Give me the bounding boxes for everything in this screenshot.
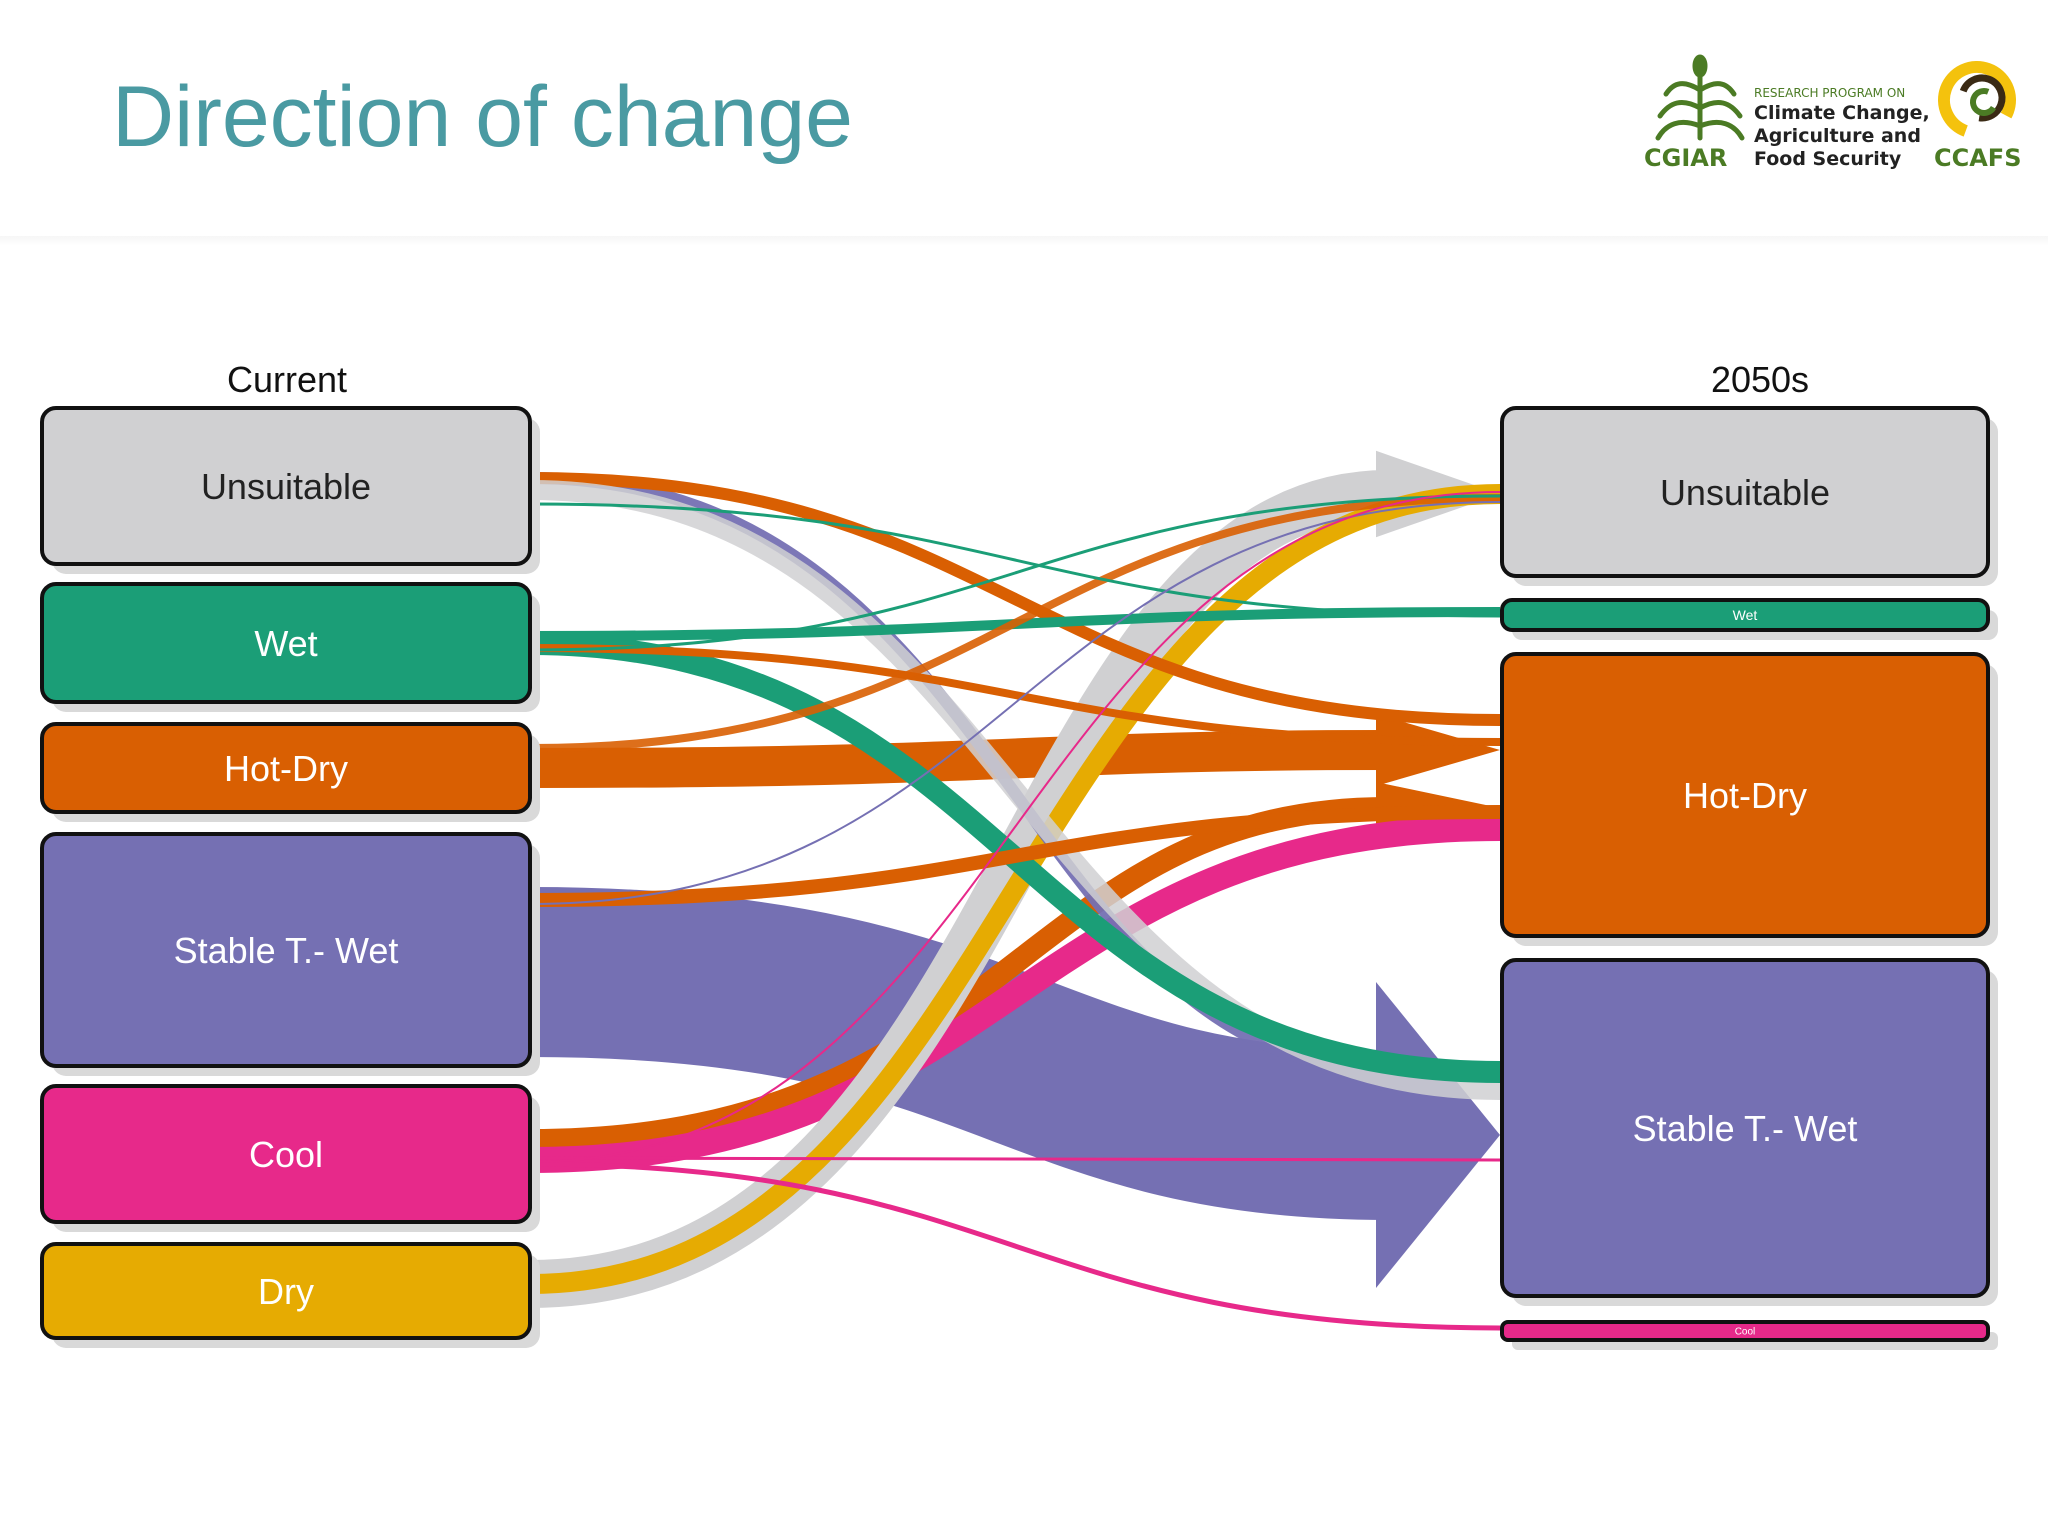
right-node-label: Cool bbox=[1735, 1327, 1756, 1338]
flow-arrowhead-stable-to-stable bbox=[1376, 982, 1500, 1288]
left-node-box bbox=[40, 582, 532, 704]
flow-wet-to-unsuitable bbox=[529, 494, 1501, 652]
right-node-unsuitable: Unsuitable bbox=[1500, 406, 1998, 586]
left-node-label: Hot-Dry bbox=[224, 748, 348, 789]
right-node-hotdry: Hot-Dry bbox=[1500, 652, 1998, 946]
right-node-label: Wet bbox=[1733, 607, 1758, 623]
right-node-box bbox=[1500, 958, 1990, 1298]
left-node-cool: Cool bbox=[40, 1084, 540, 1232]
right-node-cool: Cool bbox=[1500, 1320, 1998, 1350]
flow-wet-to-hotdry bbox=[529, 644, 1501, 746]
program-kicker: RESEARCH PROGRAM ON bbox=[1754, 86, 1906, 100]
right-node-label: Stable T.- Wet bbox=[1633, 1108, 1858, 1149]
left-node-stable: Stable T.- Wet bbox=[40, 832, 540, 1076]
flow-cool-to-stable bbox=[529, 1156, 1501, 1162]
left-node-dry: Dry bbox=[40, 1242, 540, 1348]
flow-cool-to-cool bbox=[529, 1161, 1501, 1331]
left-column-heading: Current bbox=[227, 359, 347, 400]
flow-stable-to-stable bbox=[529, 887, 1389, 1220]
logo-bar: CGIAR RESEARCH PROGRAM ON Climate Change… bbox=[1620, 52, 2030, 182]
right-node-stable: Stable T.- Wet bbox=[1500, 958, 1998, 1306]
right-node-label: Unsuitable bbox=[1660, 472, 1830, 513]
ccafs-circle-icon bbox=[1938, 61, 2016, 139]
left-node-label: Stable T.- Wet bbox=[174, 930, 399, 971]
left-node-box bbox=[40, 1084, 532, 1224]
program-line-2: Agriculture and bbox=[1754, 125, 1921, 147]
left-node-box bbox=[40, 722, 532, 814]
flow-unsuitable-to-hotdry bbox=[529, 472, 1501, 726]
right-column-heading: 2050s bbox=[1711, 359, 1809, 400]
header-divider bbox=[0, 236, 2048, 246]
left-node-wet: Wet bbox=[40, 582, 540, 712]
wheat-sheaf-icon bbox=[1655, 54, 1745, 141]
left-node-box bbox=[40, 832, 532, 1068]
flow-unsuitable-to-wet bbox=[529, 502, 1501, 618]
right-node-label: Hot-Dry bbox=[1683, 775, 1807, 816]
flow-hotdry-to-hotdry bbox=[529, 730, 1389, 788]
cgiar-wordmark: CGIAR bbox=[1644, 144, 1728, 172]
right-node-wet: Wet bbox=[1500, 598, 1998, 640]
right-node-box bbox=[1500, 598, 1990, 632]
program-line-3: Food Security bbox=[1754, 148, 1902, 170]
left-node-unsuitable: Unsuitable bbox=[40, 406, 540, 574]
flow-stable-to-hotdry bbox=[529, 805, 1501, 907]
flow-arrowhead-hotdry-to-hotdry bbox=[1376, 714, 1500, 786]
left-node-label: Dry bbox=[258, 1271, 314, 1312]
flow-cool-to-unsuitable bbox=[529, 491, 1501, 1163]
program-line-1: Climate Change, bbox=[1754, 102, 1930, 124]
page-title: Direction of change bbox=[112, 69, 853, 165]
flow-hotdry-to-unsuitable bbox=[529, 494, 1501, 752]
left-node-box bbox=[40, 1242, 532, 1340]
left-node-box bbox=[40, 406, 532, 566]
right-node-box bbox=[1500, 652, 1990, 938]
flow-stable-to-unsuitable bbox=[529, 501, 1501, 905]
left-node-label: Unsuitable bbox=[201, 466, 371, 507]
left-node-label: Wet bbox=[254, 623, 317, 664]
right-node-box bbox=[1500, 406, 1990, 578]
right-node-box bbox=[1500, 1320, 1990, 1342]
flow-dry-to-unsuitable bbox=[529, 484, 1501, 1294]
flow-ribbons bbox=[529, 450, 1501, 1331]
left-node-label: Cool bbox=[249, 1134, 323, 1175]
flow-cool-to-hotdry bbox=[529, 815, 1501, 1173]
left-node-hotdry: Hot-Dry bbox=[40, 722, 540, 822]
ccafs-wordmark: CCAFS bbox=[1934, 144, 2022, 172]
